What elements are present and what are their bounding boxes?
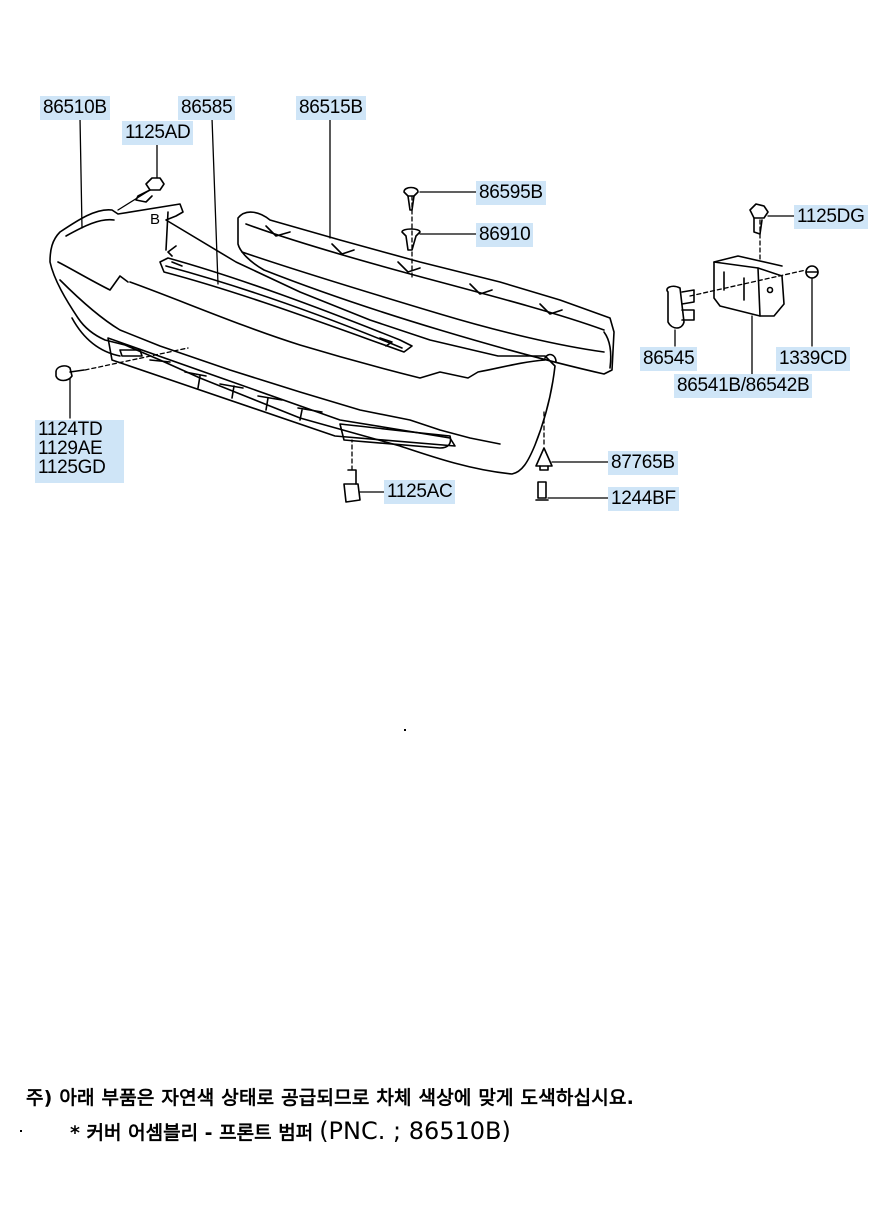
pnc-note-text: * 커버 어셈블리 - 프론트 범퍼 bbox=[70, 1122, 314, 1144]
retainer-86545 bbox=[666, 285, 695, 329]
label-87765b: 87765B bbox=[608, 451, 678, 475]
label-86541b-86542b: 86541B/86542B bbox=[674, 374, 813, 398]
fastener-86595b bbox=[403, 186, 419, 211]
stray-dot bbox=[404, 729, 406, 731]
label-86510b-top: 86510B bbox=[40, 96, 110, 120]
pnc-note: * 커버 어셈블리 - 프론트 범퍼(PNC. ; 86510B) bbox=[70, 1117, 511, 1145]
paint-note: 주) 아래 부품은 자연색 상태로 공급되므로 차체 색상에 맞게 도색하십시요… bbox=[26, 1087, 635, 1109]
leader-lines bbox=[69, 117, 813, 499]
grommet-86910 bbox=[401, 228, 421, 251]
clip-87765b bbox=[535, 447, 553, 471]
label-1339cd: 1339CD bbox=[776, 347, 850, 371]
label-1244bf: 1244BF bbox=[608, 487, 679, 511]
bumper-cover-part bbox=[49, 203, 557, 475]
bolt-1125ac bbox=[343, 469, 361, 503]
label-86595b: 86595B bbox=[476, 181, 546, 205]
label-1124td: 1124TD bbox=[35, 420, 124, 439]
nut-1339cd bbox=[805, 265, 819, 279]
bolt-1125dg bbox=[749, 203, 769, 235]
pnc-note-code: (PNC. ; 86510B) bbox=[319, 1117, 511, 1145]
callout-b-label: B bbox=[150, 211, 160, 228]
label-86585: 86585 bbox=[178, 96, 236, 120]
label-86910: 86910 bbox=[476, 223, 534, 247]
energy-absorber-part bbox=[237, 211, 615, 375]
bumper-molding-part bbox=[159, 257, 413, 353]
label-1129ae: 1129AE bbox=[35, 439, 124, 458]
label-1125dg: 1125DG bbox=[794, 205, 868, 229]
stray-dot bbox=[20, 1130, 22, 1132]
label-1125ad: 1125AD bbox=[122, 121, 194, 145]
label-1125ac: 1125AC bbox=[384, 480, 456, 504]
label-86515b: 86515B bbox=[296, 96, 366, 120]
label-1125gd: 1125GD bbox=[35, 458, 124, 483]
screw-1244bf bbox=[535, 481, 549, 501]
bumper-bracket-part bbox=[713, 255, 785, 317]
label-86545: 86545 bbox=[640, 347, 698, 371]
screw-1124td bbox=[55, 365, 85, 382]
